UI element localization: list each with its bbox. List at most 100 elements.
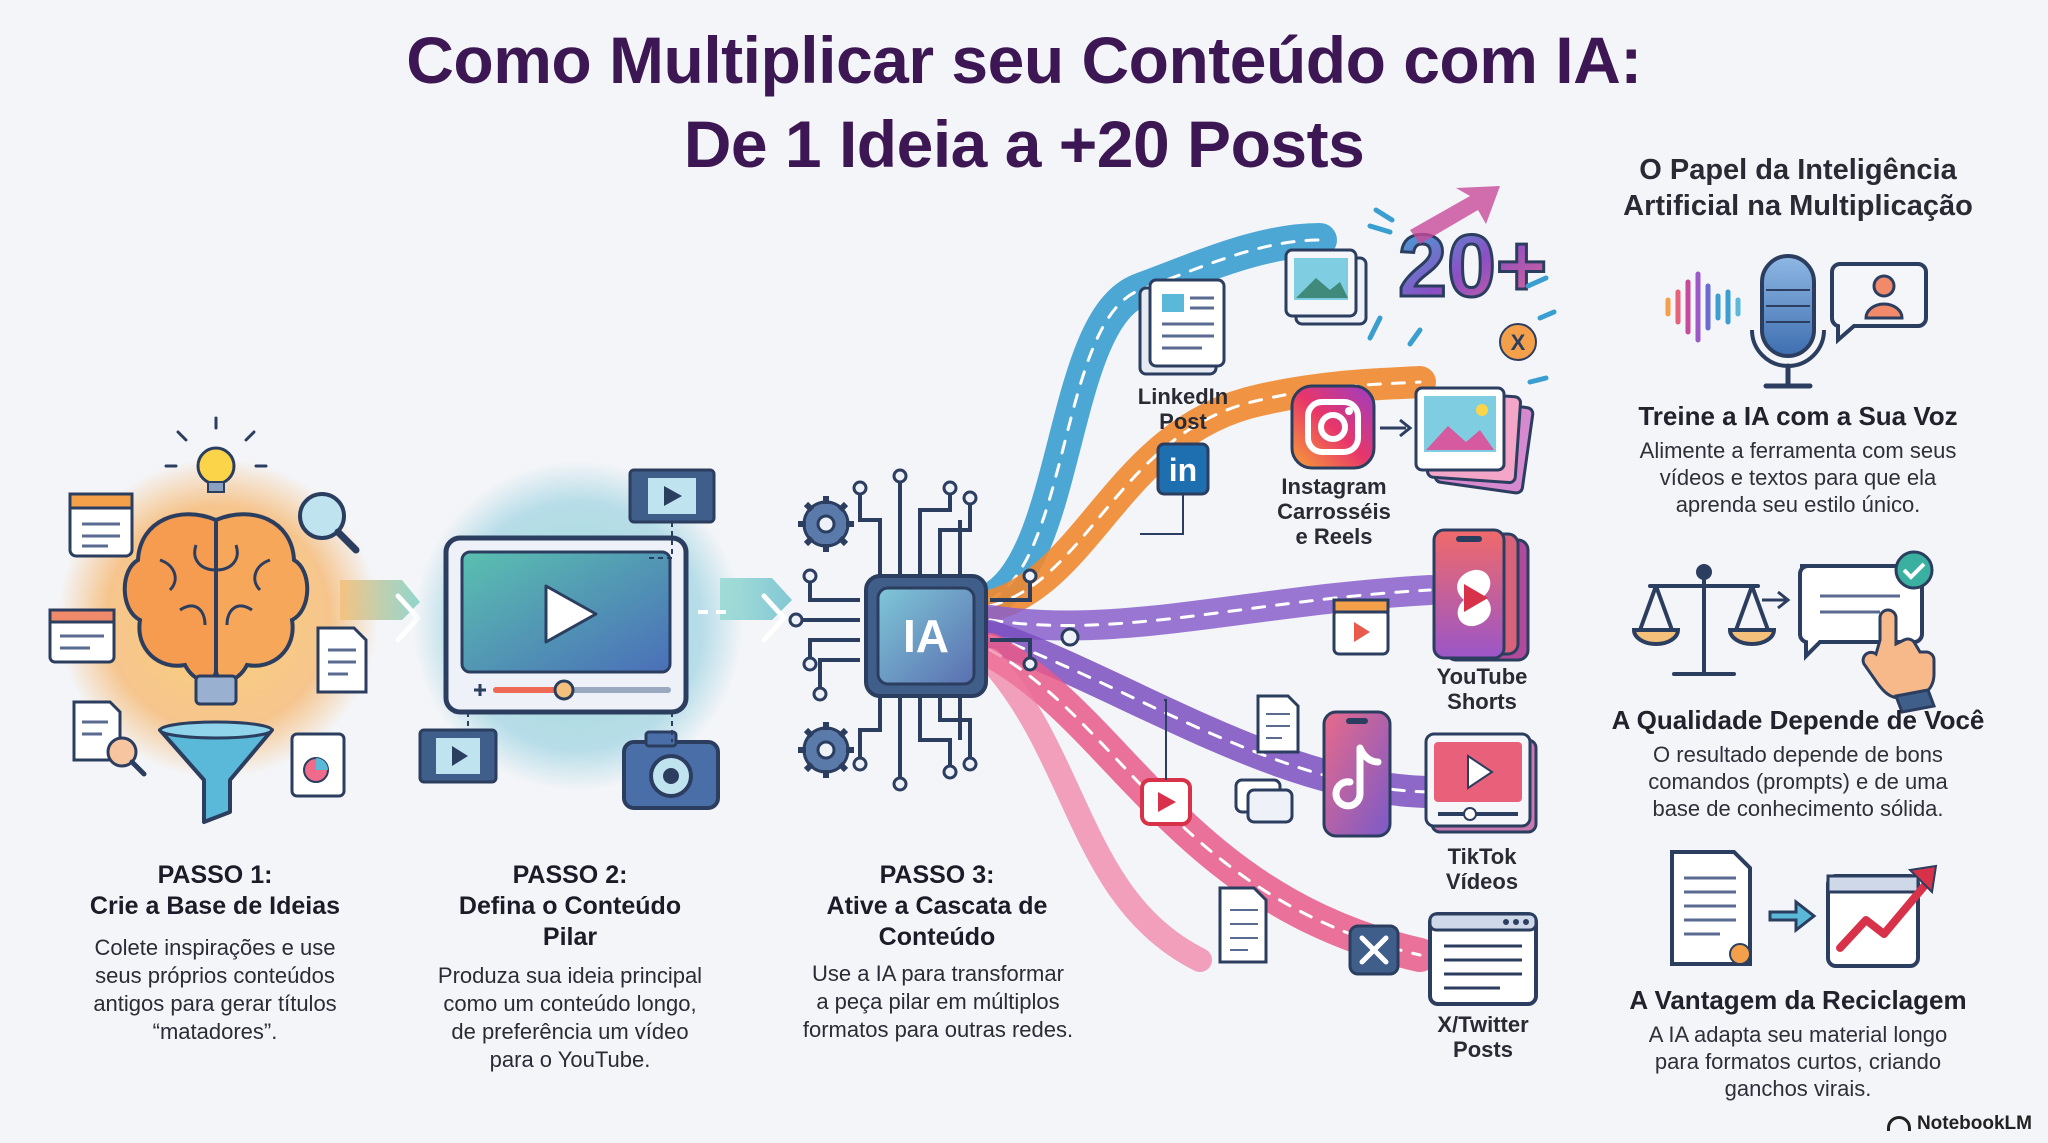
platform-label-line: Vídeos [1445,869,1519,894]
magnifier-icon [298,492,360,554]
instagram-label: Instagram Carrosséis e Reels [1256,474,1412,549]
step-2-title-cont: Pilar [542,923,598,951]
step-1-desc-line: antigos para gerar títulos [93,991,337,1016]
step-1-description: Colete inspirações e use seus próprios c… [40,934,390,1046]
recycling-desc-line: A IA adapta seu material longo [1648,1022,1948,1047]
ai-voice-desc-line: aprenda seu estilo único. [1675,492,1921,517]
step-2-description: Produza sua ideia principal como um cont… [390,962,750,1074]
document-search-icon [72,700,147,777]
lightbulb-icon [164,416,268,493]
quality-title: A Qualidade Depende de Você [1611,705,1985,735]
recycling-desc-line: ganchos virais. [1724,1076,1872,1101]
platform-label-line: YouTube [1436,664,1528,689]
funnel-icon [158,720,274,824]
flow-chevron-2 [761,593,788,643]
ai-chip-cluster [788,468,1080,792]
step-1-desc-line: “matadores”. [152,1019,278,1044]
instagram-icon [1290,384,1376,470]
quality-description: O resultado depende de bons comandos (pr… [1568,741,2028,822]
gear-icon-lower [798,722,854,778]
recycle-arrow [1768,898,1817,934]
watermark-text: NotebookLM [1916,1113,2032,1134]
scale-arrow [1762,590,1791,610]
microphone-icon [1750,254,1826,389]
instagram-carousel-icon [1414,386,1535,495]
step-1-title: Crie a Base de Ideias [89,892,341,920]
clapper-icon [1332,598,1390,656]
quality-desc-line: base de conhecimento sólida. [1652,796,1944,821]
linkedin-icon: in [1140,442,1210,535]
notebooklm-logo-icon [1886,1116,1911,1132]
right-panel-heading-line: Artificial na Multiplicação [1623,190,1973,222]
avatar-bubble-icon [1830,262,1928,345]
quality-desc-line: O resultado depende de bons [1653,742,1943,767]
page-title: Como Multiplicar seu Conteúdo com IA: De… [0,18,2048,186]
step-1-desc-line: Colete inspirações e use [94,935,336,960]
step-2-number: PASSO 2: [512,861,628,889]
scale-icon [1631,564,1777,676]
ai-chip-icon [864,574,988,698]
step-1-number: PASSO 1: [157,861,273,889]
platform-label-line: Post [1159,409,1207,434]
platform-label-line: TikTok [1447,844,1517,869]
step-3-title-cont: Conteúdo [878,923,996,951]
soundwave-icon [1665,271,1741,343]
svg-text:in: in [1169,452,1197,488]
video-player-icon [443,535,689,715]
platform-label-line: LinkedIn [1137,384,1229,409]
platform-label-line: Carrosséis [1277,499,1391,524]
platform-label-line: X/Twitter [1437,1012,1529,1037]
linkedin-label: LinkedIn Post [1118,384,1248,434]
tiktok-phone-icon [1322,710,1392,838]
step-3-heading: PASSO 3: Ative a Cascata de Conteúdo [772,860,1102,953]
platform-label-line: Instagram [1281,474,1387,499]
hand-pointer-icon [1861,608,1937,714]
title-line-2: De 1 Ideia a +20 Posts [683,107,1365,181]
step-3-desc-line: formatos para outras redes. [802,1017,1074,1042]
pillar-video-cluster [413,461,743,810]
step-2-desc-line: Produza sua ideia principal [437,963,703,988]
step-3-desc-line: a peça pilar em múltiplos [816,989,1060,1014]
right-panel-heading: O Papel da Inteligência Artificial na Mu… [1568,152,2028,224]
chip-circuits [800,480,1032,780]
flow-arrow-1 [340,580,420,620]
x-twitter-label: X/Twitter Posts [1408,1012,1558,1062]
brain-icon [122,512,310,706]
svg-text:X: X [1511,330,1526,355]
step-2-desc-line: para o YouTube. [489,1047,651,1072]
step-3-description: Use a IA para transformar a peça pilar e… [760,960,1116,1044]
ai-voice-desc-line: Alimente a ferramenta com seus [1639,438,1957,463]
youtube-play-icon [1140,699,1192,826]
notebooklm-watermark: NotebookLM [1886,1113,2032,1135]
ai-voice-title: Treine a IA com a Sua Voz [1638,401,1958,431]
youtube-shorts-phone-icon [1432,528,1530,662]
document-list-icon [1670,850,1752,966]
title-line-1: Como Multiplicar seu Conteúdo com IA: [406,23,1642,97]
platform-label-line: Shorts [1447,689,1517,714]
step-3-number: PASSO 3: [879,861,995,889]
calendar-icon [68,492,134,558]
growth-chart-icon [1826,864,1938,968]
gear-icon [798,496,854,552]
chat-bubble-icon [1234,778,1294,824]
chart-document-icon [290,732,346,798]
step-1-desc-line: seus próprios conteúdos [95,963,335,988]
step-3-title: Ative a Cascata de [826,892,1048,920]
tiktok-label: TikTok Vídeos [1412,844,1552,894]
browser-window-icon [48,608,116,664]
film-icon [628,468,716,559]
recycling-title: A Vantagem da Reciclagem [1629,985,1967,1015]
x-posts-window-icon [1428,912,1538,1006]
youtube-shorts-label: YouTube Shorts [1412,664,1552,714]
film-clip-icon [418,712,498,784]
x-twitter-icon [1348,924,1400,976]
tiktok-video-icon [1424,732,1538,834]
instagram-arrow [1380,418,1413,438]
recycling-description: A IA adapta seu material longo para form… [1568,1021,2028,1102]
right-panel-heading-line: O Papel da Inteligência [1639,154,1957,186]
step-2-heading: PASSO 2: Defina o Conteúdo Pilar [405,860,735,953]
chip-label: IA [903,610,949,662]
document-icon [316,626,368,694]
instagram-photos-icon [1284,248,1368,326]
